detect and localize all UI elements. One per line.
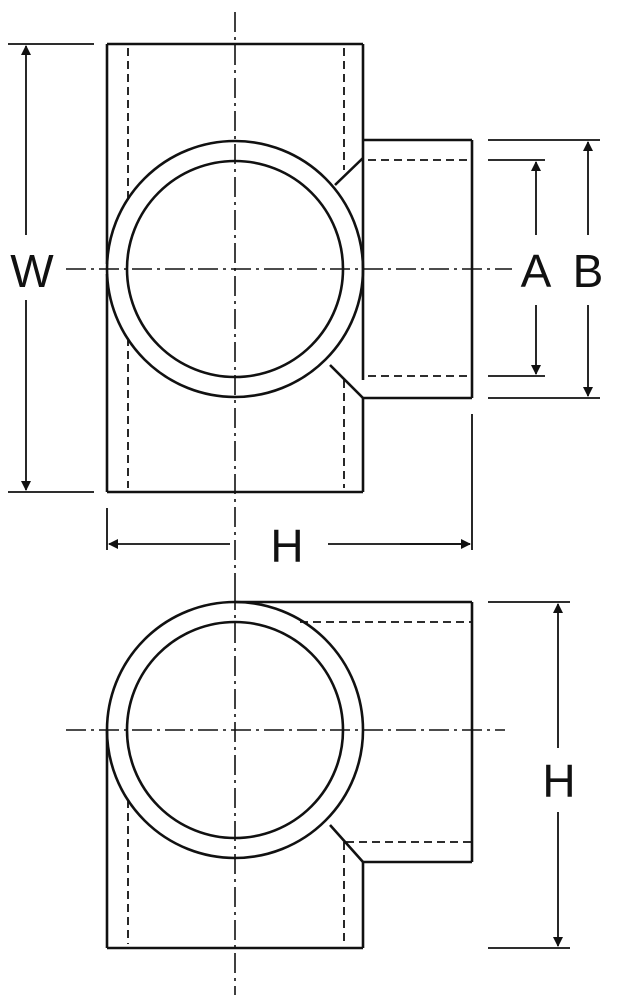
main-pipe-hidden-bore bbox=[127, 48, 345, 488]
top-view: W A B H bbox=[8, 12, 603, 590]
dimension-a-label: A bbox=[521, 245, 552, 297]
dimension-h-vertical: H bbox=[488, 601, 584, 949]
main-pipe-body bbox=[105, 42, 365, 494]
dimension-h-horizontal: H bbox=[106, 414, 473, 572]
dimension-h-horizontal-label: H bbox=[270, 520, 303, 572]
side-view: H bbox=[66, 590, 584, 995]
dimension-b-label: B bbox=[573, 245, 604, 297]
side-main-pipe bbox=[105, 730, 365, 950]
dimension-h-vertical-label: H bbox=[542, 755, 575, 807]
dimension-w-label: W bbox=[10, 245, 54, 297]
dimension-b: B bbox=[488, 139, 604, 399]
dimension-a: A bbox=[488, 159, 552, 377]
side-view-center-lines bbox=[66, 590, 505, 995]
top-view-center-lines bbox=[66, 12, 512, 590]
dimension-w: W bbox=[8, 43, 94, 493]
side-branch-body bbox=[235, 600, 474, 864]
